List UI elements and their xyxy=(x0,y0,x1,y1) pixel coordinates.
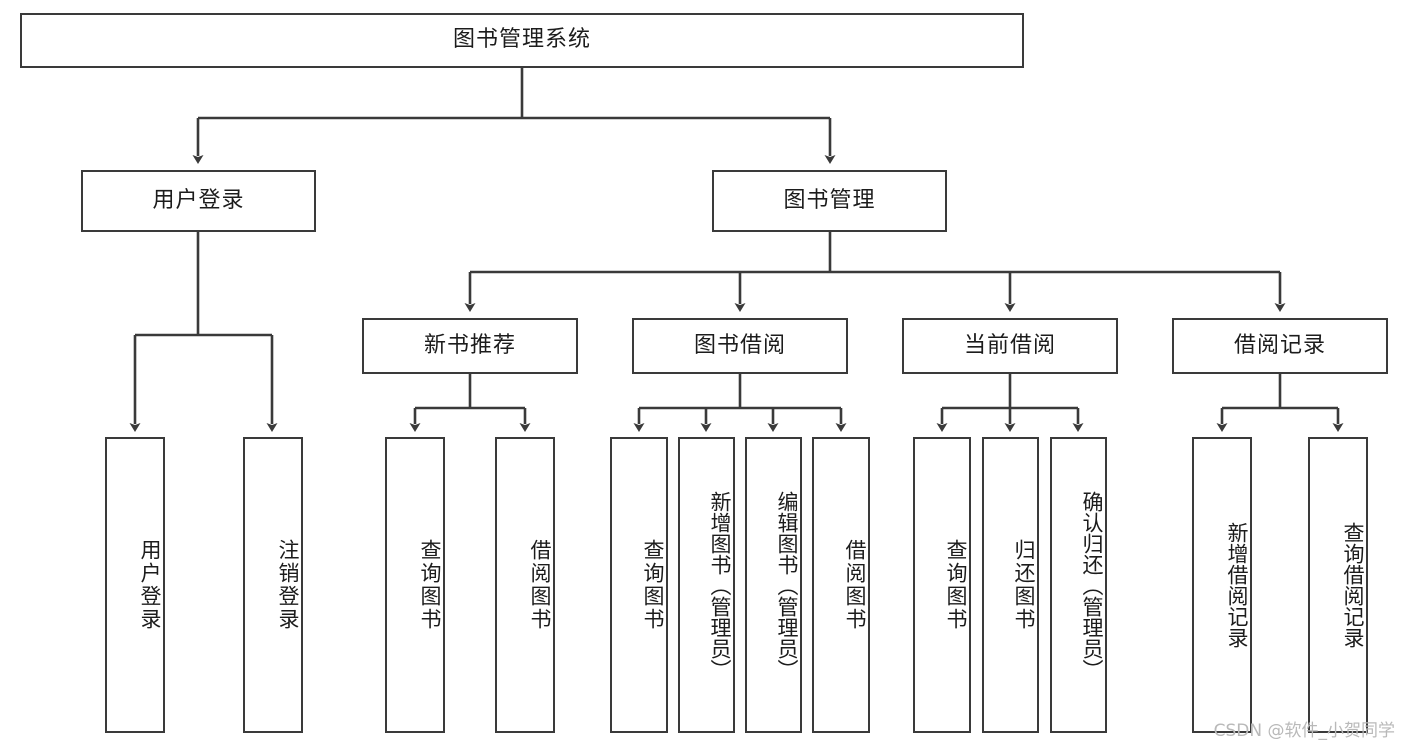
node-book-borrow[interactable]: 图书借阅 xyxy=(632,318,848,374)
leaf-current-query-book[interactable]: 查询图书 xyxy=(913,437,971,733)
leaf-newbook-borrow-book[interactable]: 借阅图书 xyxy=(495,437,555,733)
leaf-borrow-add-book-admin[interactable]: 新增图书（管理员） xyxy=(678,437,735,733)
leaf-user-login-signin[interactable]: 用户登录 xyxy=(105,437,165,733)
node-new-book-recommend[interactable]: 新书推荐 xyxy=(362,318,578,374)
leaf-borrow-query-book[interactable]: 查询图书 xyxy=(610,437,668,733)
leaf-current-return-book[interactable]: 归还图书 xyxy=(982,437,1039,733)
leaf-borrow-edit-book-admin[interactable]: 编辑图书（管理员） xyxy=(745,437,802,733)
leaf-newbook-query-book[interactable]: 查询图书 xyxy=(385,437,445,733)
node-user-login[interactable]: 用户登录 xyxy=(81,170,316,232)
leaf-record-query-borrow-record[interactable]: 查询借阅记录 xyxy=(1308,437,1368,733)
node-current-borrow[interactable]: 当前借阅 xyxy=(902,318,1118,374)
node-borrow-record[interactable]: 借阅记录 xyxy=(1172,318,1388,374)
watermark-csdn: CSDN @软件_小贺同学 xyxy=(1213,721,1395,741)
node-root-library-system[interactable]: 图书管理系统 xyxy=(20,13,1024,68)
leaf-current-confirm-return-admin[interactable]: 确认归还（管理员） xyxy=(1050,437,1107,733)
leaf-record-add-borrow-record[interactable]: 新增借阅记录 xyxy=(1192,437,1252,733)
leaf-user-login-signout[interactable]: 注销登录 xyxy=(243,437,303,733)
leaf-borrow-borrow-book[interactable]: 借阅图书 xyxy=(812,437,870,733)
node-book-management[interactable]: 图书管理 xyxy=(712,170,947,232)
